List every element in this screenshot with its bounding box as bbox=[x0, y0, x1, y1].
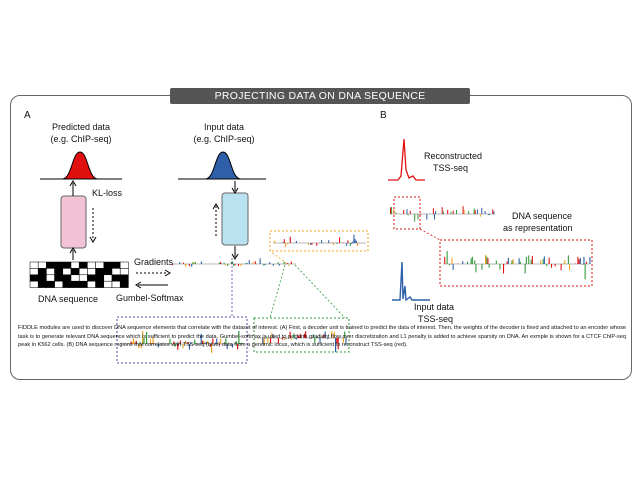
zoom-box-b-small bbox=[393, 196, 421, 230]
gradients-label: Gradients bbox=[134, 257, 174, 267]
zoom-box-purple bbox=[116, 316, 248, 364]
decoder-box bbox=[60, 195, 87, 249]
gumbel-softmax-label: Gumbel-Softmax bbox=[116, 293, 184, 303]
panel-a-letter: A bbox=[24, 110, 31, 121]
zoom-box-green bbox=[253, 317, 350, 353]
predicted-data-curve bbox=[40, 151, 122, 180]
predicted-data-label: Predicted data bbox=[51, 122, 111, 132]
input-tss-sublabel: TSS-seq bbox=[418, 314, 454, 324]
reconstructed-tss-trace bbox=[388, 138, 425, 181]
dna-sequence-grid bbox=[29, 261, 129, 288]
encoder-box bbox=[221, 192, 249, 246]
input-data-sublabel: (e.g. ChIP-seq) bbox=[193, 134, 255, 144]
zoom-box-b-large bbox=[439, 239, 593, 287]
reconstructed-sublabel: TSS-seq bbox=[433, 163, 469, 173]
kl-loss-label: KL-loss bbox=[92, 188, 123, 198]
panel-b-letter: B bbox=[380, 110, 387, 121]
reconstructed-label: Reconstructed bbox=[424, 151, 483, 161]
input-tss-trace bbox=[392, 261, 430, 302]
zoom-box-orange bbox=[269, 230, 369, 252]
sequence-track-a bbox=[172, 258, 296, 267]
dna-sequence-label: DNA sequence bbox=[38, 294, 99, 304]
dna-representation-sublabel: as representation bbox=[503, 223, 573, 233]
predicted-data-sublabel: (e.g. ChIP-seq) bbox=[50, 134, 112, 144]
input-data-curve bbox=[178, 151, 266, 180]
figure-caption: FIDDLE modules are used to discover DNA … bbox=[18, 325, 626, 349]
sequence-track-b bbox=[390, 206, 495, 222]
figure-title: PROJECTING DATA ON DNA SEQUENCE bbox=[170, 88, 470, 104]
figure-panel bbox=[10, 95, 632, 380]
input-tss-label: Input data bbox=[414, 302, 455, 312]
dna-representation-label: DNA sequence bbox=[512, 211, 573, 221]
input-data-label: Input data bbox=[203, 122, 245, 132]
